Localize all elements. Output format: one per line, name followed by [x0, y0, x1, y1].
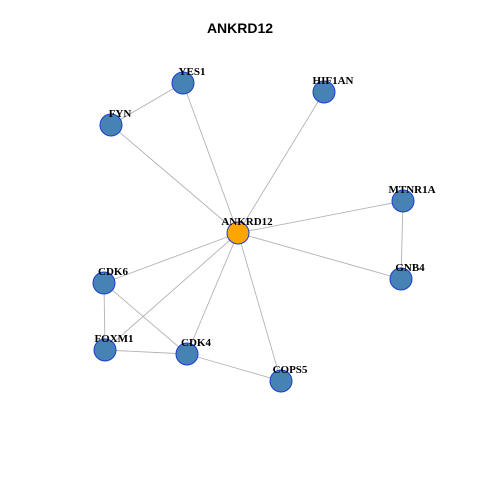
node-label-mtnr1a: MTNR1A: [388, 184, 435, 196]
edge-ankrd12-hif1an: [237, 91, 325, 234]
node-fyn: [99, 113, 123, 137]
node-label-cops5: COPS5: [273, 364, 308, 376]
node-ankrd12: [226, 221, 250, 245]
edge-ankrd12-yes1: [182, 82, 239, 234]
graph-title: ANKRD12: [206, 20, 274, 36]
node-cdk6: [92, 271, 116, 295]
node-label-foxm1: FOXM1: [94, 333, 133, 345]
nodes-layer: [92, 71, 415, 393]
edge-ankrd12-foxm1: [104, 232, 239, 351]
edge-ankrd12-cops5: [237, 232, 282, 382]
node-cops5: [269, 369, 293, 393]
edge-yes1-fyn: [110, 82, 184, 126]
edge-ankrd12-cdk4: [186, 232, 239, 355]
node-foxm1: [93, 338, 117, 362]
node-hif1an: [312, 80, 336, 104]
edges-layer: [103, 82, 404, 382]
edge-cdk6-cdk4: [103, 282, 188, 355]
node-label-hif1an: HIF1AN: [313, 75, 354, 87]
node-mtnr1a: [391, 189, 415, 213]
edge-mtnr1a-gnb4: [400, 200, 404, 280]
edge-cdk4-cops5: [186, 353, 282, 382]
node-label-cdk6: CDK6: [98, 266, 128, 278]
node-label-gnb4: GNB4: [395, 262, 425, 274]
node-gnb4: [389, 267, 413, 291]
node-label-fyn: FYN: [109, 108, 132, 120]
node-cdk4: [175, 342, 199, 366]
edge-ankrd12-mtnr1a: [237, 200, 404, 234]
node-label-cdk4: CDK4: [181, 337, 211, 349]
edge-ankrd12-gnb4: [237, 232, 402, 280]
node-label-ankrd12: ANKRD12: [221, 216, 273, 228]
edge-ankrd12-fyn: [110, 124, 239, 234]
edge-ankrd12-cdk6: [103, 232, 239, 284]
node-label-yes1: YES1: [179, 66, 206, 78]
edge-foxm1-cdk4: [104, 349, 188, 355]
node-yes1: [171, 71, 195, 95]
